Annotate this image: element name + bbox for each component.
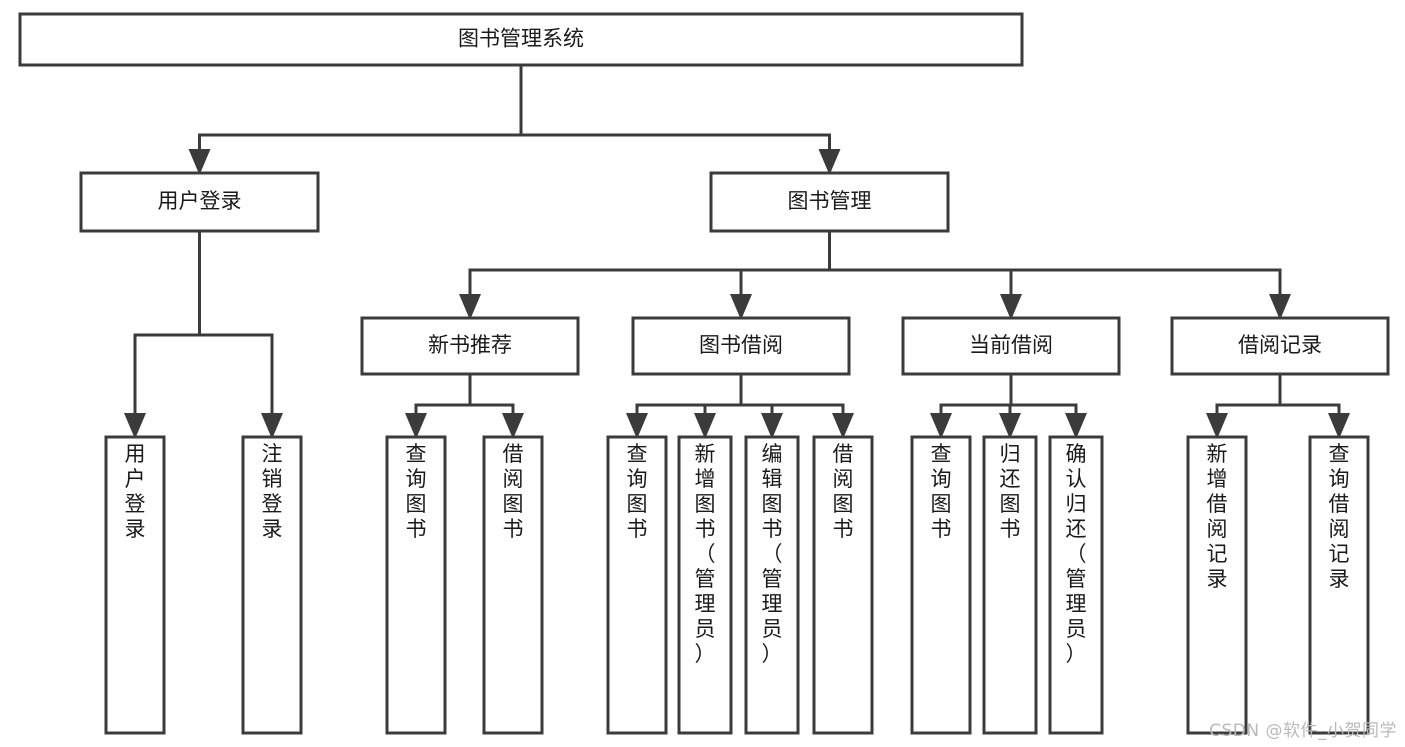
node-box (385, 435, 447, 735)
node-label: 查询图书 (931, 442, 952, 541)
arrow-head-icon (761, 413, 783, 439)
node-leaf-query-record[interactable]: 查询借阅记录 (1308, 435, 1370, 735)
node-layer: 图书管理系统用户登录图书管理新书推荐图书借阅当前借阅借阅记录用户登录注销登录查询… (18, 12, 1390, 735)
arrow-head-icon (261, 413, 283, 439)
arrow-head-icon (1065, 413, 1087, 439)
node-leaf-user-logout[interactable]: 注销登录 (241, 435, 303, 735)
node-box (482, 435, 544, 735)
node-label: 借阅记录 (1238, 333, 1322, 357)
node-current[interactable]: 当前借阅 (901, 316, 1121, 376)
node-borrow[interactable]: 图书借阅 (631, 316, 851, 376)
node-box (631, 316, 851, 376)
watermark-label: CSDN @软件_小贺同学 (1209, 721, 1397, 741)
node-leaf-query-book-2[interactable]: 查询图书 (606, 435, 668, 735)
arrow-head-icon (930, 413, 952, 439)
node-box (18, 12, 1024, 67)
connector-conn-newbook-leaves (405, 372, 524, 439)
arrow-head-icon (1206, 413, 1228, 439)
node-leaf-confirm-return[interactable]: 确认归还（管理员） (1048, 435, 1104, 735)
node-box (677, 435, 733, 735)
node-leaf-add-record[interactable]: 新增借阅记录 (1186, 435, 1248, 735)
node-leaf-query-book-1[interactable]: 查询图书 (385, 435, 447, 735)
node-label: 图书借阅 (699, 333, 783, 357)
node-bookmgmt[interactable]: 图书管理 (709, 171, 950, 233)
node-leaf-query-book-3[interactable]: 查询图书 (910, 435, 972, 735)
node-label: 确认归还（管理员） (1066, 442, 1087, 666)
node-label: 编辑图书（管理员） (762, 442, 783, 666)
node-box (1048, 435, 1104, 735)
node-box (812, 435, 874, 735)
node-box (1186, 435, 1248, 735)
node-leaf-add-book[interactable]: 新增图书（管理员） (677, 435, 733, 735)
node-box (79, 171, 320, 233)
arrow-head-icon (818, 149, 841, 175)
connector-conn-record-leaves (1206, 372, 1350, 439)
arrow-head-icon (1269, 294, 1291, 320)
node-leaf-borrow-book-1[interactable]: 借阅图书 (482, 435, 544, 735)
node-label: 归还图书 (1000, 442, 1021, 541)
connector-conn-root-level1 (188, 63, 841, 175)
arrow-head-icon (1000, 294, 1022, 320)
arrow-head-icon (459, 294, 481, 320)
node-label: 查询图书 (406, 442, 427, 541)
connector-layer (124, 63, 1350, 439)
node-box (241, 435, 303, 735)
arrow-head-icon (694, 413, 716, 439)
node-label: 用户登录 (125, 442, 146, 541)
node-label: 查询图书 (627, 442, 648, 541)
node-label: 新增借阅记录 (1207, 442, 1228, 591)
arrow-head-icon (999, 413, 1021, 439)
node-box (744, 435, 800, 735)
node-box (982, 435, 1038, 735)
node-label: 当前借阅 (969, 333, 1053, 357)
node-label: 图书管理 (788, 189, 872, 213)
arrow-head-icon (188, 149, 211, 175)
arrow-head-icon (730, 294, 752, 320)
connector-conn-bookmgmt-level2 (459, 229, 1291, 320)
arrow-head-icon (832, 413, 854, 439)
connector-conn-borrow-leaves (626, 372, 854, 439)
node-label: 图书管理系统 (458, 27, 584, 51)
connector-conn-current-leaves (930, 372, 1087, 439)
node-box (1308, 435, 1370, 735)
connector-conn-login-leaves (124, 229, 283, 439)
node-box (709, 171, 950, 233)
node-label: 借阅图书 (833, 442, 854, 541)
arrow-head-icon (626, 413, 648, 439)
node-newbook[interactable]: 新书推荐 (360, 316, 580, 376)
node-label: 用户登录 (158, 189, 242, 213)
node-label: 注销登录 (262, 442, 283, 541)
node-label: 查询借阅记录 (1329, 442, 1350, 591)
arrow-head-icon (405, 413, 427, 439)
node-leaf-edit-book[interactable]: 编辑图书（管理员） (744, 435, 800, 735)
node-record[interactable]: 借阅记录 (1170, 316, 1390, 376)
arrow-head-icon (124, 413, 146, 439)
node-box (104, 435, 166, 735)
node-box (901, 316, 1121, 376)
node-login[interactable]: 用户登录 (79, 171, 320, 233)
node-label: 新增图书（管理员） (695, 442, 716, 666)
node-box (606, 435, 668, 735)
arrow-head-icon (502, 413, 524, 439)
node-box (910, 435, 972, 735)
node-leaf-return-book[interactable]: 归还图书 (982, 435, 1038, 735)
arrow-head-icon (1328, 413, 1350, 439)
node-box (360, 316, 580, 376)
node-label: 借阅图书 (503, 442, 524, 541)
node-label: 新书推荐 (428, 333, 512, 357)
node-leaf-user-login[interactable]: 用户登录 (104, 435, 166, 735)
node-box (1170, 316, 1390, 376)
node-root[interactable]: 图书管理系统 (18, 12, 1024, 67)
node-leaf-borrow-book-2[interactable]: 借阅图书 (812, 435, 874, 735)
